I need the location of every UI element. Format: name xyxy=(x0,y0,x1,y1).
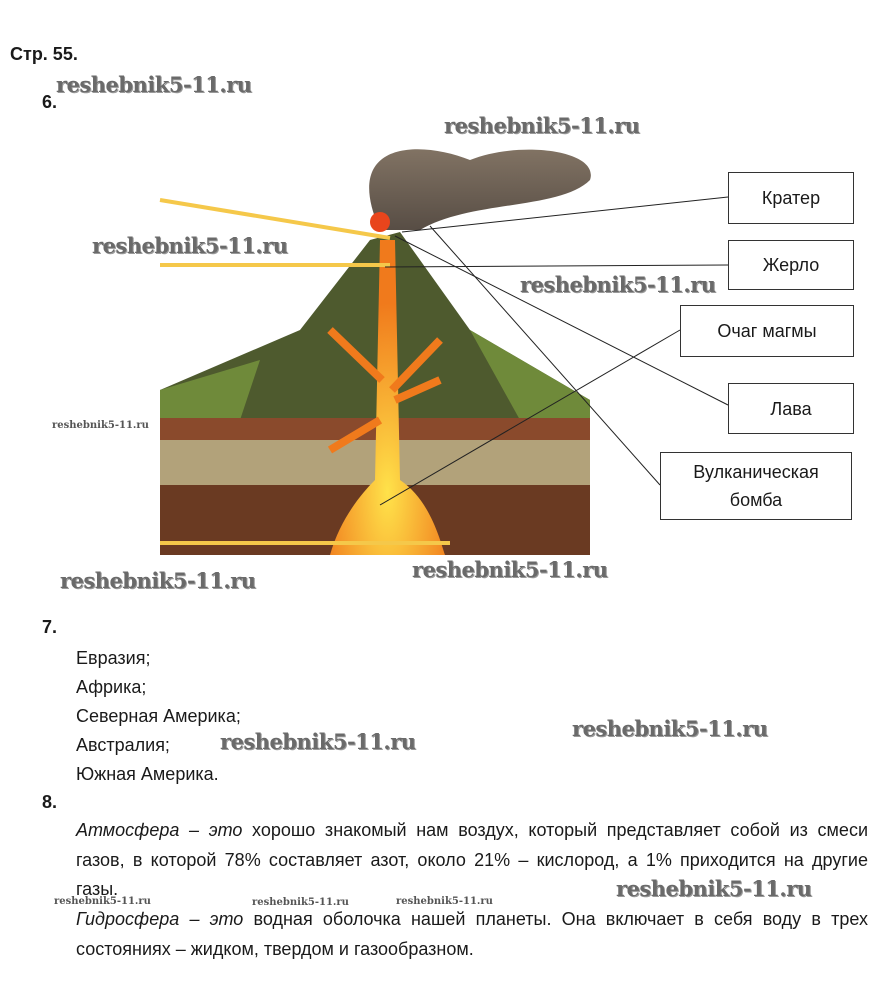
term: Гидросфера – это xyxy=(76,909,244,929)
watermark: reshebnik5-11.ru xyxy=(56,72,252,97)
continent-list: Евразия; Африка; Северная Америка; Австр… xyxy=(76,644,241,789)
definition: водная оболочка нашей планеты. Она включ… xyxy=(76,909,868,959)
watermark: reshebnik5-11.ru xyxy=(616,876,812,901)
watermark: reshebnik5-11.ru xyxy=(92,233,288,258)
term: Атмосфера – это xyxy=(76,820,243,840)
task-6-number: 6. xyxy=(42,92,58,112)
watermark: reshebnik5-11.ru xyxy=(54,896,151,907)
watermark: reshebnik5-11.ru xyxy=(60,568,256,593)
label-leader-lines xyxy=(379,196,729,506)
watermark: reshebnik5-11.ru xyxy=(444,113,640,138)
yellow-pointer-lines xyxy=(159,198,450,545)
definition: хорошо знакомый нам воздух, который пред… xyxy=(76,820,869,899)
list-item: Австралия; xyxy=(76,735,170,755)
watermark: reshebnik5-11.ru xyxy=(252,897,349,908)
hydrosphere-paragraph: Гидросфера – это водная оболочка нашей п… xyxy=(76,905,868,964)
watermark: reshebnik5-11.ru xyxy=(520,272,716,297)
label-crater: Кратер xyxy=(728,172,854,224)
list-item: Северная Америка; xyxy=(76,706,241,726)
list-item: Евразия; xyxy=(76,648,151,668)
watermark: reshebnik5-11.ru xyxy=(396,896,493,907)
watermark: reshebnik5-11.ru xyxy=(52,420,149,431)
label-volcanic-bomb: Вулканическая бомба xyxy=(660,452,852,520)
list-item: Южная Америка. xyxy=(76,764,219,784)
atmosphere-paragraph: Атмосфера – это хорошо знакомый нам возд… xyxy=(76,816,868,905)
list-item: Африка; xyxy=(76,677,147,697)
watermark: reshebnik5-11.ru xyxy=(412,557,608,582)
watermark: reshebnik5-11.ru xyxy=(220,729,416,754)
page-header: Стр. 55. xyxy=(10,44,78,64)
volcano-diagram xyxy=(159,149,729,555)
task-8-number: 8. xyxy=(42,792,58,812)
label-lava: Лава xyxy=(728,383,854,434)
watermark: reshebnik5-11.ru xyxy=(572,716,768,741)
task-7-number: 7. xyxy=(42,617,58,637)
label-magma-chamber: Очаг магмы xyxy=(680,305,854,357)
label-vent: Жерло xyxy=(728,240,854,290)
